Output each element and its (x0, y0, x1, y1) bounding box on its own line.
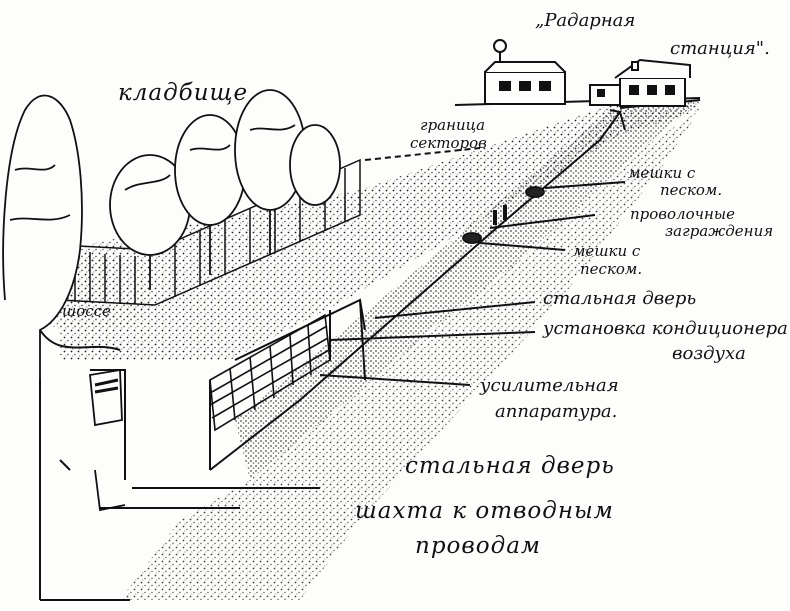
shaft-box (89, 368, 126, 512)
label-air-conditioning-line2: воздуха (672, 343, 746, 364)
label-wire-fence-line2: заграждения (665, 222, 774, 240)
label-sandbags-top-line1: мешки с (628, 164, 696, 182)
trees (2, 89, 341, 600)
label-sector-border-line1: граница (420, 116, 486, 134)
label-radar-station-line2: станция". (670, 38, 770, 59)
label-sandbags-mid-line2: песком. (580, 260, 643, 278)
amplifier-grid (209, 313, 331, 432)
label-sandbags-top-line2: песком. (660, 181, 723, 199)
label-steel-door-lower: стальная дверь (405, 453, 615, 479)
label-road: шоссе (62, 302, 111, 320)
ground-surface (40, 100, 700, 600)
label-sector-border-line2: секторов (410, 134, 487, 152)
label-amplifier-line2: аппаратура. (495, 401, 618, 422)
defenses (462, 186, 545, 244)
label-wire-fence-line1: проволочные (630, 205, 735, 223)
label-shaft-line1: шахта к отводным (355, 498, 614, 524)
leader-lines (100, 147, 626, 509)
label-air-conditioning-line1: установка кондиционера (543, 318, 788, 339)
section-outline (39, 329, 130, 601)
label-radar-station-line1: „Радарная (535, 10, 636, 31)
tunnel (90, 109, 626, 480)
label-sandbags-mid-line1: мешки с (573, 242, 641, 260)
label-cemetery: кладбище (118, 80, 249, 106)
label-shaft-line2: проводам (415, 533, 541, 559)
label-steel-door-upper: стальная дверь (543, 288, 697, 309)
radar-station-buildings (484, 39, 691, 107)
label-amplifier-line1: усилительная (480, 375, 619, 396)
